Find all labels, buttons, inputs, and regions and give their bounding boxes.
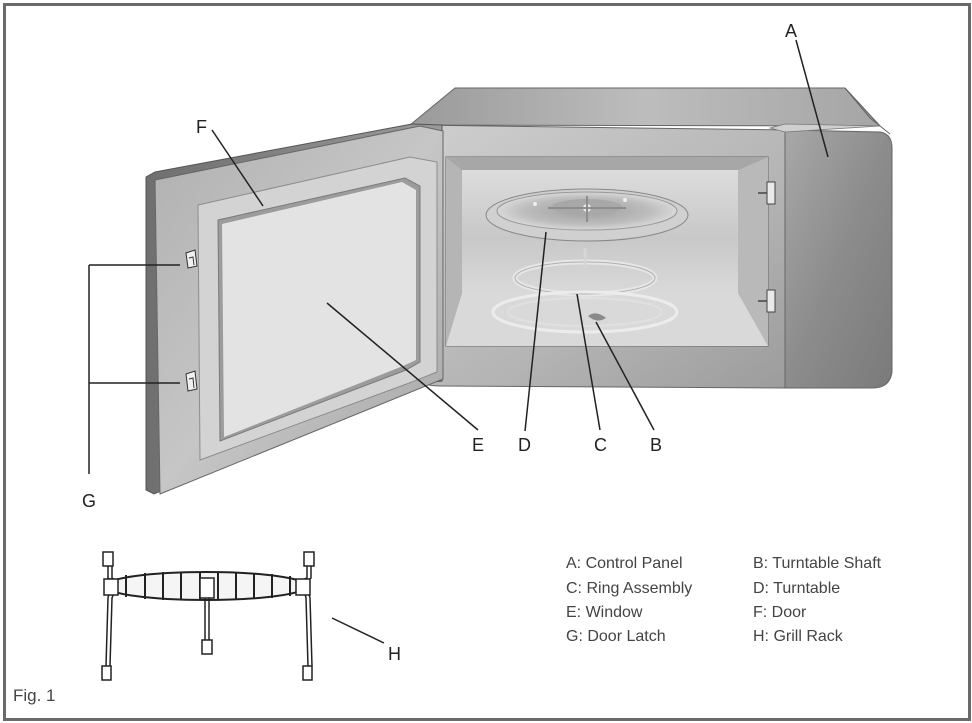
legend-key: B: [753,555,769,572]
legend-item-g: G: Door Latch [566,628,666,646]
grill-rack [101,551,315,681]
legend-text: Turntable [773,580,841,597]
legend-item-d: D: Turntable [753,580,840,598]
legend-text: Control Panel [585,555,683,572]
legend-item-h: H: Grill Rack [753,628,843,646]
legend-text: Turntable Shaft [772,555,882,572]
legend-text: Ring Assembly [586,580,693,597]
legend-item-e: E: Window [566,604,642,622]
legend-item-b: B: Turntable Shaft [753,555,881,573]
leader-lines [88,39,829,644]
turntable-shaft [491,290,679,334]
callout-b: B [650,435,663,455]
legend-key: A: [566,555,582,572]
callout-f: F [196,117,207,137]
figure-frame [3,3,971,721]
legend-text: Window [585,604,643,621]
legend-item-f: F: Door [753,604,806,622]
control-panel [784,129,893,389]
legend-key: H: [753,628,769,645]
callout-d: D [518,435,531,455]
legend-text: Grill Rack [773,628,843,645]
latch-slots [758,181,776,313]
callout-e: E [472,435,485,455]
legend-item-a: A: Control Panel [566,555,683,573]
door-latches [185,249,198,392]
window [222,182,416,437]
legend-key: G: [566,628,583,645]
legend-text: Door Latch [587,628,666,645]
legend-key: C: [566,580,582,597]
figure-label: Fig. 1 [13,686,56,705]
legend-key: F: [753,604,768,621]
legend-key: D: [753,580,769,597]
door [145,123,444,495]
callout-h: H [388,644,401,664]
legend-text: Door [771,604,807,621]
ring-assembly [512,248,658,297]
callout-g: G [82,491,97,511]
legend-item-c: C: Ring Assembly [566,580,692,598]
callout-c: C [594,435,607,455]
turntable [485,188,689,242]
legend-key: E: [566,604,582,621]
callout-a: A [785,21,798,41]
